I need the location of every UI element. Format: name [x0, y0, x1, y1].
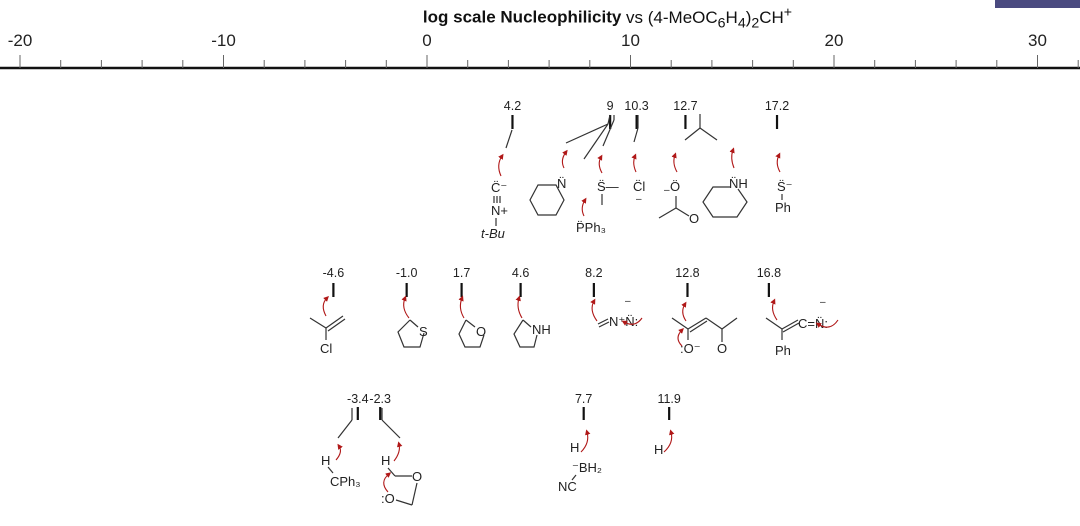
value-label: -3.4	[347, 392, 369, 406]
svg-text:H: H	[570, 440, 579, 455]
overlay-watermark	[700, 455, 1080, 526]
svg-text:t-Bu: t-Bu	[481, 226, 505, 241]
svg-text:N̈: N̈	[557, 176, 566, 191]
pyridine: N̈ P̈Ph₃	[529, 114, 615, 235]
isocyanide: C̈⁻ N+ t-Bu	[481, 129, 513, 241]
scale-axis: -20 -10 0 10 20 30	[0, 31, 1080, 70]
axis-tick-label: -20	[8, 31, 33, 50]
value-label: 12.7	[673, 99, 697, 113]
svg-text:–: –	[664, 185, 670, 196]
svg-text:P̈Ph₃: P̈Ph₃	[576, 220, 606, 235]
svg-text:C̈⁻: C̈⁻	[491, 180, 507, 195]
furan: O	[458, 295, 486, 348]
pyrrole: NH	[513, 295, 551, 348]
svg-text:⁻BH₂: ⁻BH₂	[572, 460, 602, 475]
svg-text:S̈—: S̈—	[597, 179, 619, 194]
value-label: 9	[607, 99, 614, 113]
video-thumbnail	[995, 0, 1080, 8]
thiophenolate: S̈⁻ Ph	[775, 152, 793, 215]
svg-text:–: –	[820, 297, 826, 308]
value-label: 8.2	[585, 266, 602, 280]
axis-tick-label: -10	[211, 31, 236, 50]
svg-text:N̈H: N̈H	[729, 176, 748, 191]
triphenylmethane: H CPh₃	[321, 408, 361, 489]
acetylacetonate: :O⁻ O	[671, 301, 738, 356]
svg-text:Cl: Cl	[320, 341, 332, 356]
dioxolane: H O :O	[381, 408, 422, 506]
svg-text:C̈l: C̈l	[633, 179, 645, 194]
svg-text:Ph: Ph	[775, 343, 791, 358]
value-label: 4.6	[512, 266, 529, 280]
chart-title: log scale Nucleophilicity vs (4-MeOC6H4)…	[0, 4, 1080, 31]
svg-text:N⁺N̈:: N⁺N̈:	[609, 314, 638, 329]
dimethyl-sulfide: S̈—	[597, 154, 619, 205]
svg-text::O⁻: :O⁻	[680, 341, 701, 356]
svg-text:H: H	[654, 442, 663, 457]
axis-tick-label: 0	[422, 31, 431, 50]
chloropropene: Cl	[309, 296, 346, 356]
svg-text::O: :O	[381, 491, 395, 506]
value-marks: 4.2 9 10.3 12.7 17.2 -4.6 -1.0 1.7 4.6 8.2 12.8 16.…	[323, 99, 789, 420]
svg-text:H: H	[381, 453, 390, 468]
acetate-and-isopropyl: Ö – O	[658, 114, 718, 226]
svg-text:S̈⁻: S̈⁻	[777, 179, 793, 194]
thiophene: S	[397, 295, 428, 348]
svg-text:N+: N+	[491, 203, 508, 218]
svg-text:O: O	[689, 211, 699, 226]
value-label: 12.8	[675, 266, 699, 280]
svg-text:S: S	[419, 324, 428, 339]
axis-tick-label: 30	[1028, 31, 1047, 50]
value-label: 7.7	[575, 392, 592, 406]
value-label: 11.9	[657, 392, 680, 406]
value-label: 10.3	[624, 99, 648, 113]
value-label: -2.3	[369, 392, 391, 406]
svg-text:–: –	[636, 194, 642, 205]
value-label: 16.8	[757, 266, 781, 280]
hydride: H	[654, 429, 675, 457]
svg-text:Ö: Ö	[670, 179, 680, 194]
svg-text:–: –	[625, 296, 631, 307]
cyanoborohydride: H ⁻BH₂ NC	[558, 429, 602, 494]
value-label: -1.0	[396, 266, 418, 280]
title-rest: vs (4-MeOC6H4)2CH+	[621, 4, 793, 32]
ketenimine-anion: C=N̈: – Ph	[765, 297, 839, 358]
axis-tick-label: 20	[825, 31, 844, 50]
svg-text:NH: NH	[532, 322, 551, 337]
svg-text:CPh₃: CPh₃	[330, 474, 361, 489]
svg-text:Ph: Ph	[775, 200, 791, 215]
svg-text:O: O	[717, 341, 727, 356]
value-label: 4.2	[504, 99, 521, 113]
title-bold: log scale Nucleophilicity	[422, 7, 622, 27]
svg-text:O: O	[476, 324, 486, 339]
svg-text:C=N̈:: C=N̈:	[798, 316, 828, 331]
value-label: 17.2	[765, 99, 789, 113]
svg-text:NC: NC	[558, 479, 577, 494]
value-label: -4.6	[323, 266, 345, 280]
piperidine: N̈H	[702, 147, 748, 218]
diazomethane: N⁺N̈: –	[590, 296, 643, 329]
axis-tick-label: 10	[621, 31, 640, 50]
svg-text:H: H	[321, 453, 330, 468]
value-label: 1.7	[453, 266, 470, 280]
svg-text:O: O	[412, 469, 422, 484]
chloride: C̈l –	[631, 115, 645, 205]
